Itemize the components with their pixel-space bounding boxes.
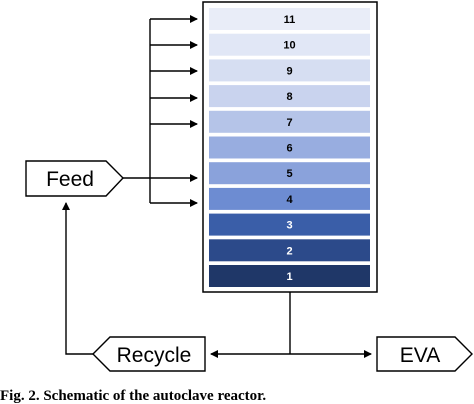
zone-3 — [209, 213, 370, 236]
zone-11 — [209, 8, 370, 30]
zone-label-10: 10 — [283, 40, 295, 52]
zone-4 — [209, 187, 370, 210]
zone-6 — [209, 136, 370, 159]
reactor-zones: 11 10 9 8 7 6 5 4 3 2 1 — [209, 8, 370, 287]
zone-7 — [209, 110, 370, 133]
zone-1 — [209, 265, 370, 287]
zone-label-3: 3 — [286, 220, 292, 232]
zone-label-7: 7 — [286, 117, 292, 129]
zone-2 — [209, 239, 370, 262]
recycle-to-feed-arrow — [62, 202, 93, 355]
zone-label-8: 8 — [286, 91, 292, 103]
figure-caption: Fig. 2. Schematic of the autoclave react… — [0, 388, 267, 404]
zone-10 — [209, 33, 370, 56]
recycle-node — [92, 336, 206, 372]
zone-8 — [209, 85, 370, 108]
zone-label-4: 4 — [286, 194, 293, 206]
recycle-label: Recycle — [117, 344, 192, 367]
zone-5 — [209, 162, 370, 185]
zone-label-11: 11 — [284, 14, 296, 26]
zone-label-9: 9 — [286, 65, 292, 77]
feed-label: Feed — [46, 168, 94, 191]
eva-label: EVA — [400, 344, 440, 367]
feed-distribution — [123, 15, 198, 207]
outlet-lines — [62, 202, 372, 358]
eva-node — [376, 336, 473, 372]
feed-node — [25, 160, 124, 197]
zone-label-1: 1 — [286, 271, 292, 283]
zone-label-2: 2 — [286, 245, 292, 257]
zone-label-6: 6 — [286, 143, 292, 155]
zone-label-5: 5 — [286, 168, 292, 180]
zone-9 — [209, 59, 370, 82]
